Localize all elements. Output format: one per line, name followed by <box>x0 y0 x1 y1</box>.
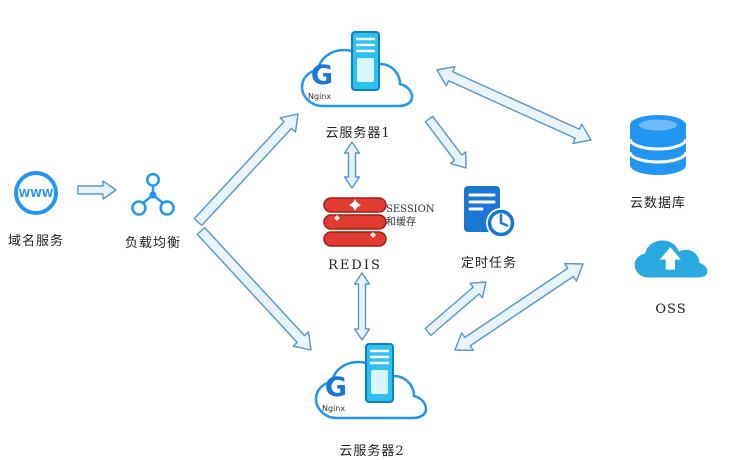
node-cloud-server-2: G Nginx 云服务器2 <box>312 342 432 459</box>
redis-label: REDIS <box>328 258 382 273</box>
arrow-loadbalancer-to-server1 <box>193 113 299 227</box>
arrow-server1-to-cron <box>424 115 467 169</box>
upload-arrow <box>659 247 681 270</box>
node-redis: REDIS <box>322 196 388 273</box>
cron-task-label: 定时任务 <box>460 256 517 271</box>
cloud-server-2-label: 云服务器2 <box>339 444 405 459</box>
load-balancer-label: 负载均衡 <box>124 236 181 251</box>
arrow-server2-to-cron <box>424 281 487 337</box>
redis-stack-icon <box>323 197 387 247</box>
arrow-domain-to-loadbalancer <box>77 180 117 200</box>
node-cloud-server-1: G Nginx 云服务器1 <box>298 30 418 141</box>
load-balancer-icon <box>131 172 175 216</box>
arrow-server2-oss <box>454 262 584 352</box>
node-cron-task: 定时任务 <box>460 184 518 271</box>
nginx-logo-letter: G <box>325 372 347 403</box>
domain-service-label: 域名服务 <box>8 234 65 249</box>
nginx-caption: Nginx <box>308 92 331 101</box>
nginx-server-cloud-icon: G Nginx <box>300 31 414 108</box>
arrow-server1-redis <box>343 141 361 189</box>
nginx-caption: Nginx <box>322 404 345 413</box>
node-oss: OSS <box>632 230 710 317</box>
arrow-server2-redis <box>353 272 371 341</box>
oss-cloud-upload-icon <box>634 240 708 278</box>
arrow-loadbalancer-to-server2 <box>196 226 312 351</box>
redis-star <box>349 199 361 211</box>
redis-note: SESSION 和缓存 <box>386 203 435 229</box>
arrow-server1-clouddb <box>436 65 592 145</box>
scheduled-task-icon <box>464 186 516 238</box>
nginx-logo-letter: G <box>311 60 333 91</box>
server-panel <box>371 370 388 394</box>
node-domain-service: WWW 域名服务 <box>8 170 64 249</box>
server-panel <box>357 58 374 82</box>
oss-label: OSS <box>655 302 687 317</box>
cloud-server-1-label: 云服务器1 <box>325 126 391 141</box>
redis-note-line1: SESSION <box>386 204 435 215</box>
www-globe-icon: WWW <box>14 171 58 215</box>
node-cloud-database: 云数据库 <box>622 112 694 211</box>
www-icon-text: WWW <box>19 188 54 200</box>
nginx-server-cloud-icon: G Nginx <box>314 343 428 420</box>
node-load-balancer: 负载均衡 <box>124 172 182 251</box>
cloud-database-label: 云数据库 <box>629 196 686 211</box>
redis-note-line2: 和缓存 <box>386 217 416 228</box>
database-cylinder-icon <box>628 115 688 175</box>
